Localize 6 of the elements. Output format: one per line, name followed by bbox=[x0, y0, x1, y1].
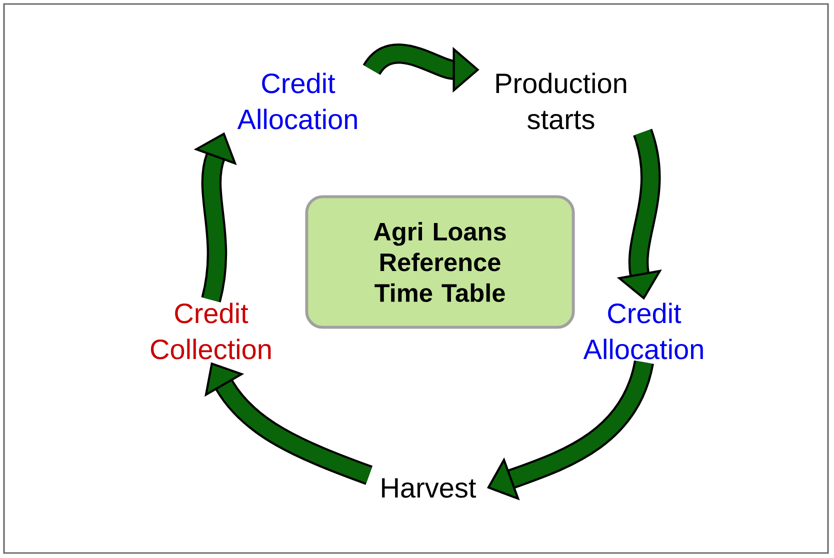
title-box: Agri Loans Reference Time Table bbox=[305, 195, 575, 329]
step-label: Production starts bbox=[496, 72, 626, 130]
step-label: Credit Allocation bbox=[583, 302, 703, 360]
step-label: Credit Collection bbox=[150, 302, 271, 360]
step-label: Credit Allocation bbox=[237, 72, 357, 130]
step-label: Harvest bbox=[382, 478, 476, 498]
